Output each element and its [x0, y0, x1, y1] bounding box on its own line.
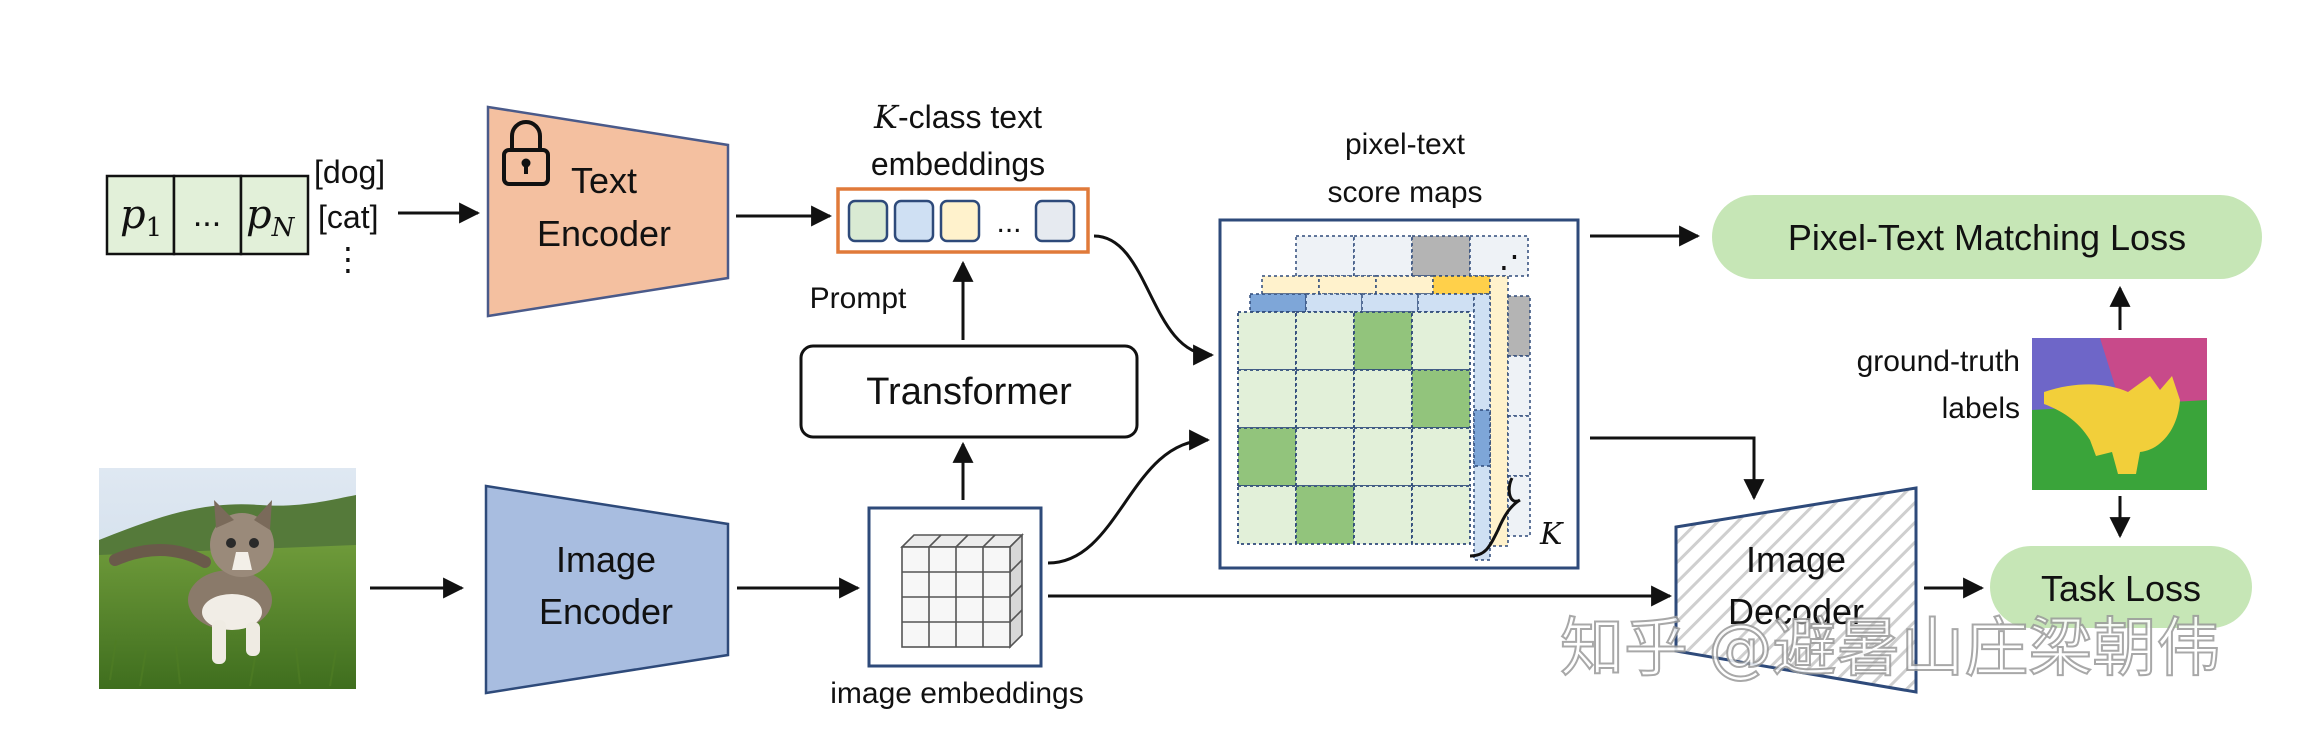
score-map-front [1237, 311, 1471, 545]
score-map-yellow [1261, 275, 1509, 547]
image-encoder: Image Encoder [484, 484, 730, 695]
task-loss: Task Loss [1990, 546, 2252, 628]
embedding-yellow [939, 199, 981, 243]
image-encoder-line2: Encoder [539, 591, 673, 632]
ground-truth-segmentation [2032, 338, 2207, 490]
token-last: pN [246, 192, 296, 243]
ground-truth-subtitle: labels [1942, 392, 2020, 425]
embedding-blue [893, 199, 935, 243]
lock-icon [502, 120, 550, 186]
token-ellipsis: ... [193, 196, 221, 234]
kclass-embeddings-subtitle: embeddings [871, 146, 1045, 182]
score-map-gray [1507, 295, 1531, 537]
ground-truth-title: ground-truth [1857, 345, 2020, 378]
token-first: p1 [120, 192, 162, 243]
score-maps: ⋰ [1218, 218, 1580, 570]
prompt-tokens: p1 ... pN [105, 174, 310, 256]
image-decoder-line1: Image [1746, 539, 1846, 580]
transformer-block: Transformer [799, 344, 1139, 439]
text-encoder: Text Encoder [486, 105, 730, 318]
text-encoder-line1: Text [571, 160, 637, 201]
image-decoder-line2: Decoder [1728, 591, 1864, 632]
k-brace [1469, 477, 1521, 558]
transformer-label: Transformer [866, 371, 1072, 413]
class-more: ⋮ [332, 241, 364, 277]
matching-loss-label: Pixel-Text Matching Loss [1788, 217, 2186, 258]
kclass-text-embeddings: K-class text embeddings ... [836, 98, 1090, 254]
token-cell-mid [172, 174, 243, 256]
pixel-text-matching-loss: Pixel-Text Matching Loss [1712, 195, 2262, 279]
image-embeddings-label: image embeddings [830, 677, 1084, 710]
class-list: [dog] [cat] ⋮ [314, 154, 385, 277]
image-decoder: Image Decoder [1674, 486, 1918, 694]
image-encoder-line1: Image [556, 539, 656, 580]
k-label: K [1539, 517, 1564, 552]
cat-photo [99, 468, 356, 689]
text-encoder-line2: Encoder [537, 213, 671, 254]
score-map-back [1295, 235, 1529, 277]
cube-grid-icon [900, 533, 1024, 649]
token-cell-first [105, 174, 176, 256]
embedding-gray [1034, 199, 1076, 243]
arrow-text-embeddings-to-score-maps [1093, 234, 1215, 366]
class-cat: [cat] [318, 199, 378, 235]
kclass-embeddings-title: K-class text [873, 98, 1042, 136]
class-dog: [dog] [314, 154, 385, 190]
score-maps-title: pixel-text [1345, 128, 1466, 161]
token-cell-last [239, 174, 310, 256]
score-maps-subtitle: score maps [1327, 176, 1482, 209]
arrow-score-maps-to-decoder [1590, 436, 1765, 501]
embedding-ellipsis: ... [996, 206, 1021, 239]
image-embeddings [867, 506, 1043, 668]
prompt-label: Prompt [810, 282, 907, 315]
embedding-green [847, 199, 889, 243]
arrow-image-embeddings-to-score-maps [1047, 429, 1211, 565]
task-loss-label: Task Loss [2041, 568, 2201, 609]
watermark: 知乎 @避暑山庄梁朝伟 [1560, 612, 2220, 686]
